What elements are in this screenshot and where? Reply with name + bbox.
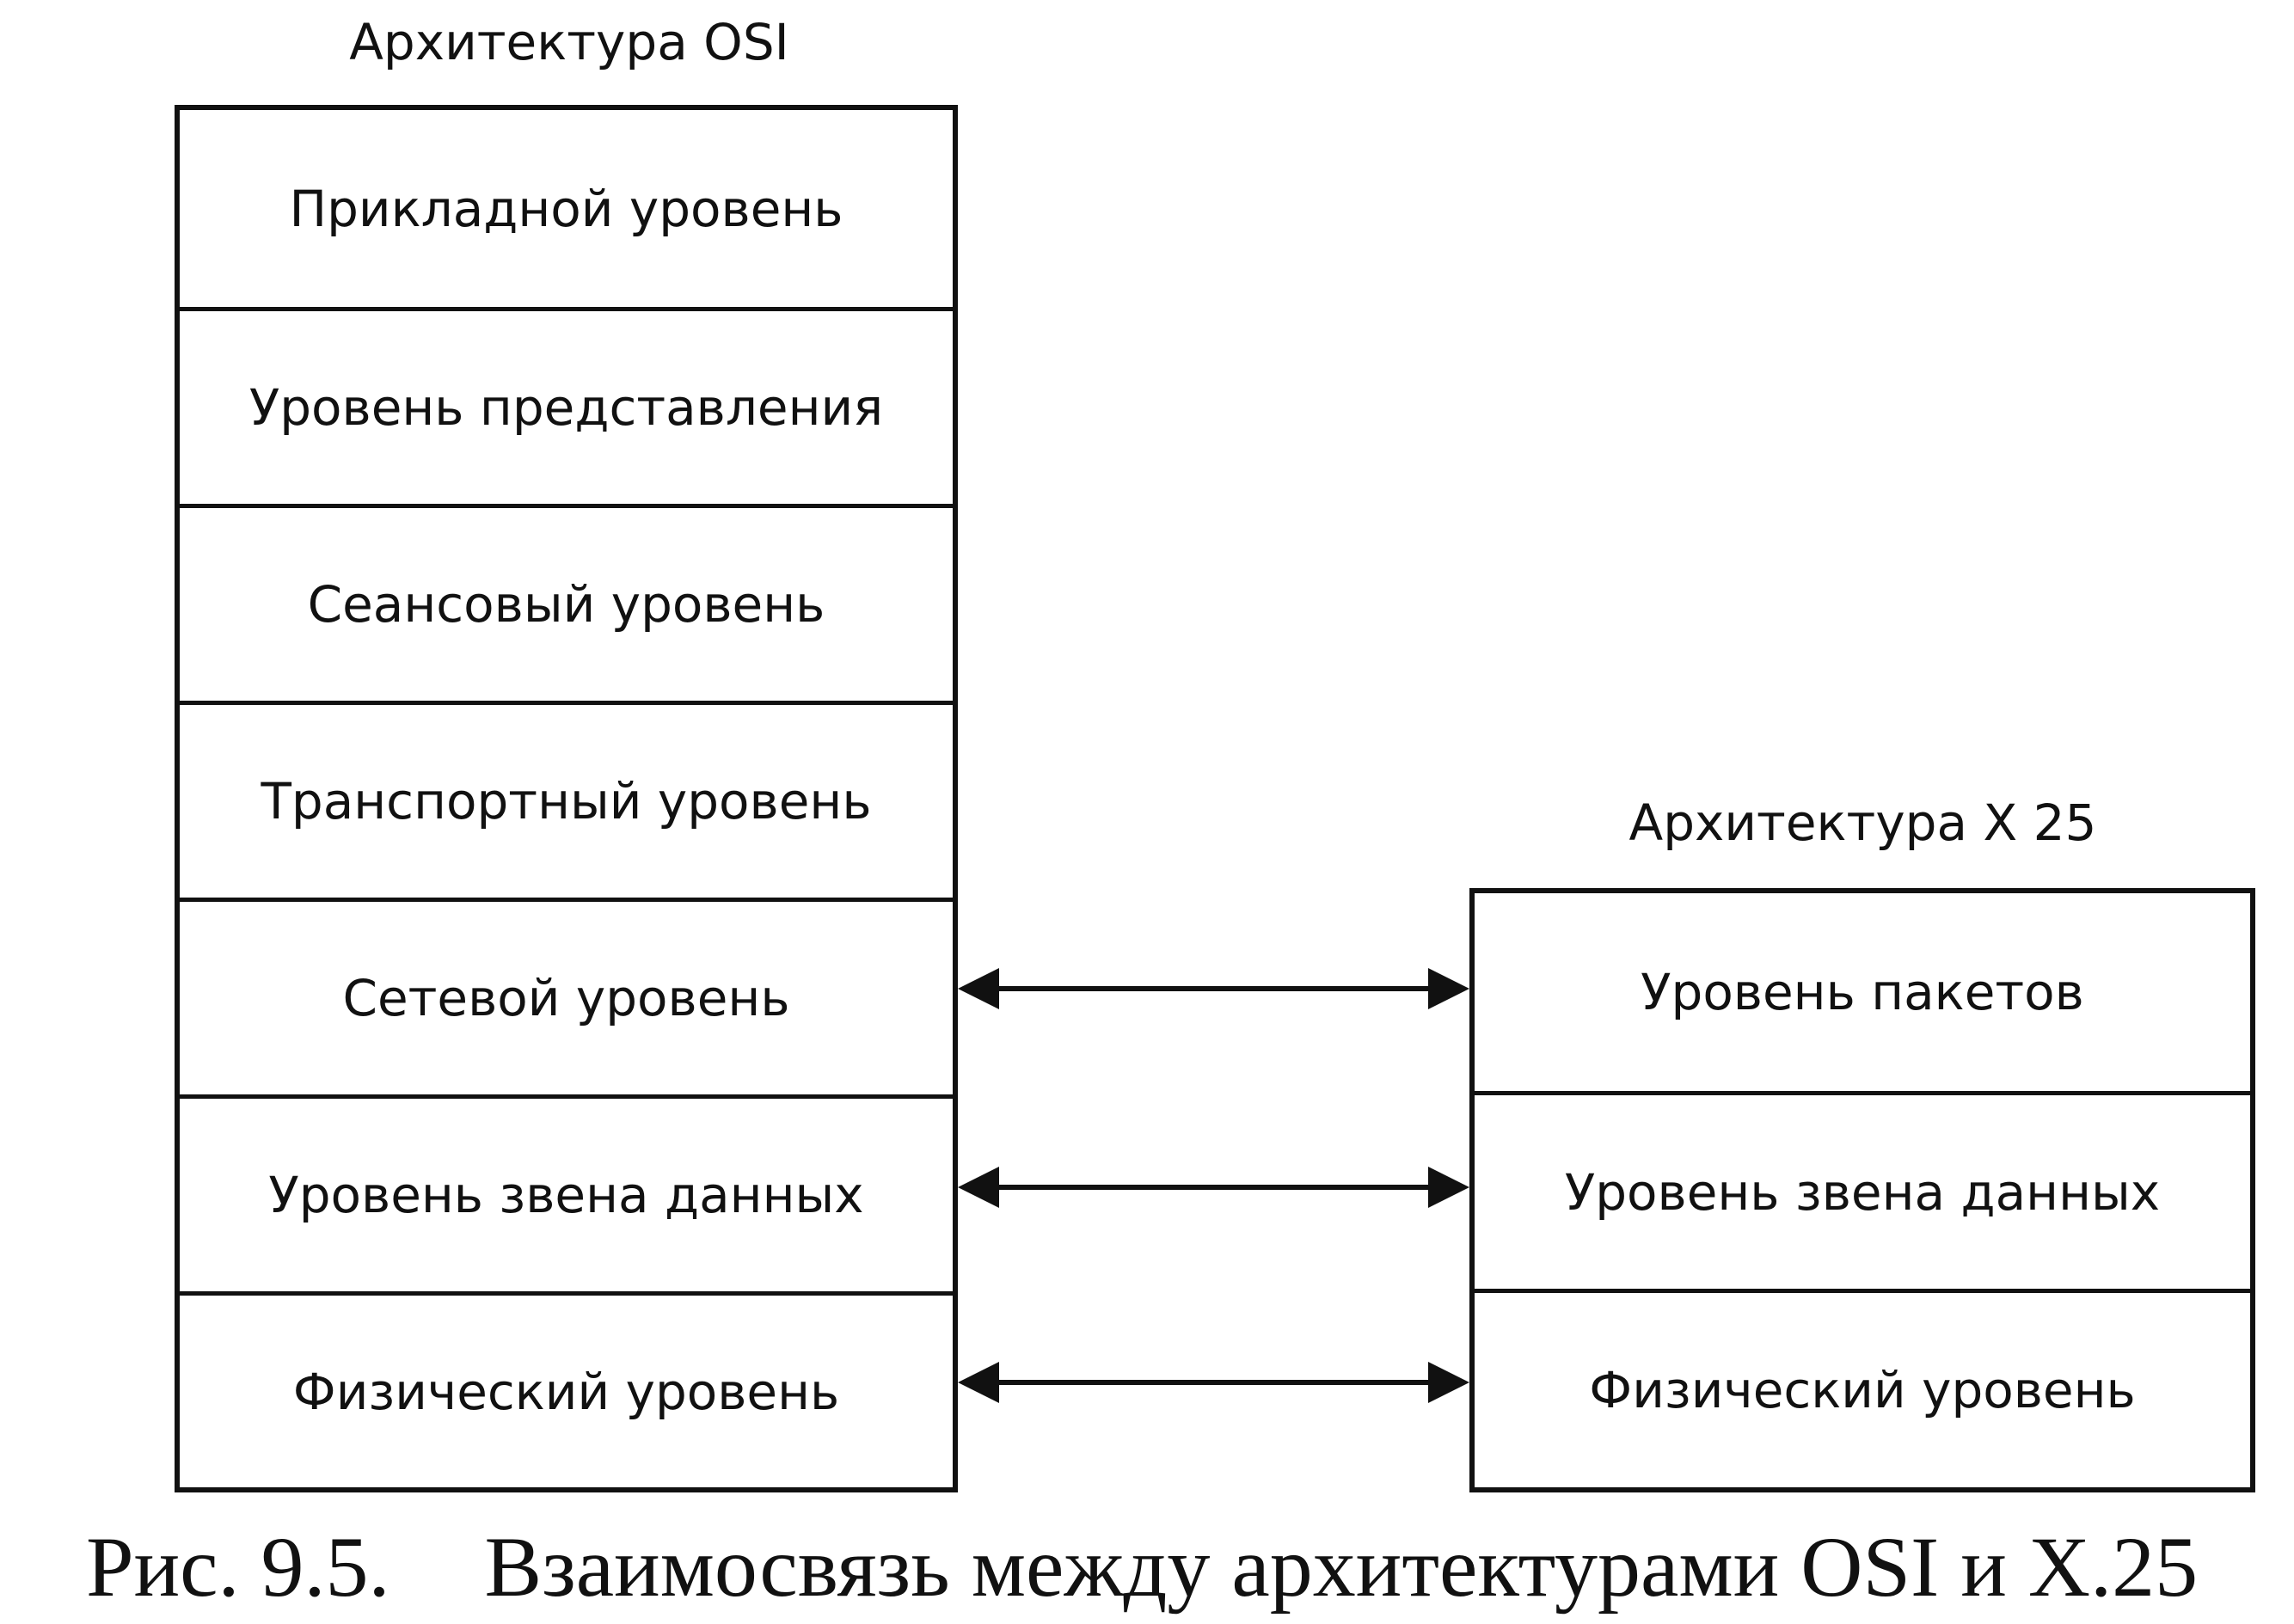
- x25-layer-label: Уровень звена данных: [1564, 1162, 2161, 1222]
- osi-layer-physical: Физический уровень: [180, 1291, 953, 1487]
- figure-number: Рис. 9.5.: [86, 1519, 390, 1615]
- x25-layer-label: Уровень пакетов: [1641, 963, 2084, 1021]
- osi-layer-transport: Транспортный уровень: [180, 701, 953, 898]
- arrow-data-link-to-data-link: [958, 1167, 1469, 1208]
- x25-architecture-title: Архитектура X 25: [1628, 794, 2097, 852]
- figure-caption-text: Взаимосвязь между архитектурами OSI и X.…: [484, 1519, 2199, 1615]
- arrow-head-left-icon: [958, 1167, 999, 1208]
- arrow-head-left-icon: [958, 1362, 999, 1403]
- osi-architecture-title: Архитектура OSI: [349, 13, 789, 71]
- arrow-physical-to-physical: [958, 1362, 1469, 1403]
- arrow-network-to-packet: [958, 968, 1469, 1009]
- osi-layer-label: Сеансовый уровень: [307, 575, 825, 634]
- osi-layer-session: Сеансовый уровень: [180, 504, 953, 701]
- x25-layer-data-link: Уровень звена данных: [1475, 1091, 2250, 1289]
- osi-layer-stack: Прикладной уровень Уровень представления…: [175, 105, 958, 1492]
- osi-layer-data-link: Уровень звена данных: [180, 1094, 953, 1291]
- x25-layer-stack: Уровень пакетов Уровень звена данных Физ…: [1469, 888, 2255, 1492]
- figure-caption: Рис. 9.5. Взаимосвязь между архитектурами…: [86, 1520, 2218, 1615]
- arrow-head-left-icon: [958, 968, 999, 1009]
- arrow-head-right-icon: [1428, 968, 1469, 1009]
- osi-layer-label: Сетевой уровень: [342, 969, 790, 1027]
- x25-layer-packet: Уровень пакетов: [1475, 893, 2250, 1091]
- osi-layer-application: Прикладной уровень: [180, 110, 953, 307]
- x25-layer-label: Физический уровень: [1589, 1361, 2136, 1419]
- arrow-head-right-icon: [1428, 1167, 1469, 1208]
- osi-layer-label: Транспортный уровень: [261, 772, 872, 830]
- osi-layer-label: Уровень представления: [248, 378, 884, 437]
- osi-layer-presentation: Уровень представления: [180, 307, 953, 504]
- osi-layer-label: Физический уровень: [292, 1362, 840, 1421]
- osi-layer-label: Уровень звена данных: [268, 1166, 864, 1224]
- x25-layer-physical: Физический уровень: [1475, 1289, 2250, 1487]
- osi-layer-network: Сетевой уровень: [180, 898, 953, 1094]
- arrow-head-right-icon: [1428, 1362, 1469, 1403]
- osi-layer-label: Прикладной уровень: [289, 179, 843, 238]
